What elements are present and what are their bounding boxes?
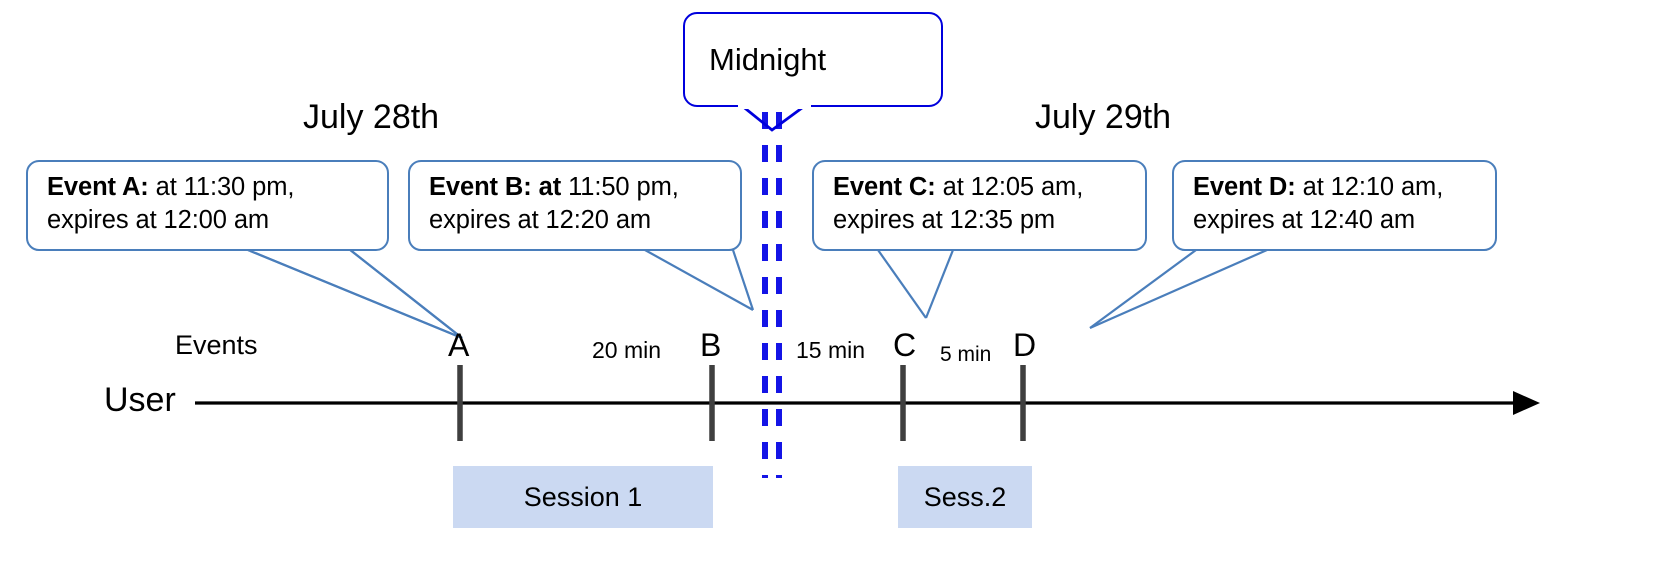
event-marker-label-a: A bbox=[448, 327, 470, 363]
callout-d-tail bbox=[1089, 245, 1301, 330]
event-a-title: Event A: bbox=[47, 173, 149, 201]
axis-row-label-user: User bbox=[104, 381, 176, 419]
callout-a-tail bbox=[247, 244, 463, 340]
timeline-axis bbox=[195, 391, 1540, 415]
event-b-title: Event B: bbox=[429, 173, 532, 201]
event-callout-d-line1: Event D: at 12:10 am, bbox=[1193, 171, 1481, 204]
event-marker-label-d: D bbox=[1013, 327, 1037, 363]
event-b-bold-extra: at bbox=[531, 173, 562, 201]
gap-label-b-to-c: 15 min bbox=[796, 337, 866, 363]
midnight-tail-mask bbox=[738, 100, 811, 109]
event-a-rest: at 11:30 pm, bbox=[148, 173, 295, 201]
event-c-rest: at 12:05 am, bbox=[935, 173, 1084, 201]
event-callout-b-line1: Event B: at 11:50 pm, bbox=[429, 171, 726, 204]
event-d-title: Event D: bbox=[1193, 173, 1296, 201]
axis-row-label-events: Events bbox=[175, 330, 258, 360]
session-bar-1: Session 1 bbox=[453, 466, 713, 528]
session-bar-2: Sess.2 bbox=[898, 466, 1032, 528]
event-callout-d: Event D: at 12:10 am, expires at 12:40 a… bbox=[1172, 160, 1497, 251]
event-callout-a: Event A: at 11:30 pm, expires at 12:00 a… bbox=[26, 160, 389, 251]
event-callout-a-line2: expires at 12:00 am bbox=[47, 206, 270, 235]
callout-c-tail bbox=[845, 245, 965, 319]
date-label-right: July 29th bbox=[1035, 98, 1172, 136]
gap-label-a-to-b: 20 min bbox=[592, 337, 662, 363]
callout-b-tail bbox=[562, 245, 755, 311]
midnight-label: Midnight bbox=[709, 41, 827, 77]
midnight-dashed-line bbox=[762, 112, 782, 478]
event-c-title: Event C: bbox=[833, 173, 936, 201]
midnight-callout: Midnight bbox=[683, 12, 943, 107]
date-label-left: July 28th bbox=[303, 98, 440, 136]
event-callout-c: Event C: at 12:05 am, expires at 12:35 p… bbox=[812, 160, 1147, 251]
session-bar-2-label: Sess.2 bbox=[923, 481, 1007, 512]
event-callout-b-line2: expires at 12:20 am bbox=[429, 206, 652, 235]
session-bar-1-label: Session 1 bbox=[523, 481, 643, 512]
event-d-rest: at 12:10 am, bbox=[1295, 173, 1444, 201]
event-b-rest: 11:50 pm, bbox=[561, 173, 679, 201]
event-marker-label-b: B bbox=[700, 327, 722, 363]
event-ticks bbox=[457, 365, 1026, 441]
event-marker-label-c: C bbox=[893, 327, 917, 363]
event-callout-c-line1: Event C: at 12:05 am, bbox=[833, 171, 1131, 204]
event-callout-d-line2: expires at 12:40 am bbox=[1193, 206, 1416, 235]
event-callout-b: Event B: at 11:50 pm, expires at 12:20 a… bbox=[408, 160, 742, 251]
event-callout-c-line2: expires at 12:35 pm bbox=[833, 206, 1056, 235]
event-callout-a-line1: Event A: at 11:30 pm, bbox=[47, 171, 373, 204]
gap-label-c-to-d: 5 min bbox=[940, 343, 992, 366]
